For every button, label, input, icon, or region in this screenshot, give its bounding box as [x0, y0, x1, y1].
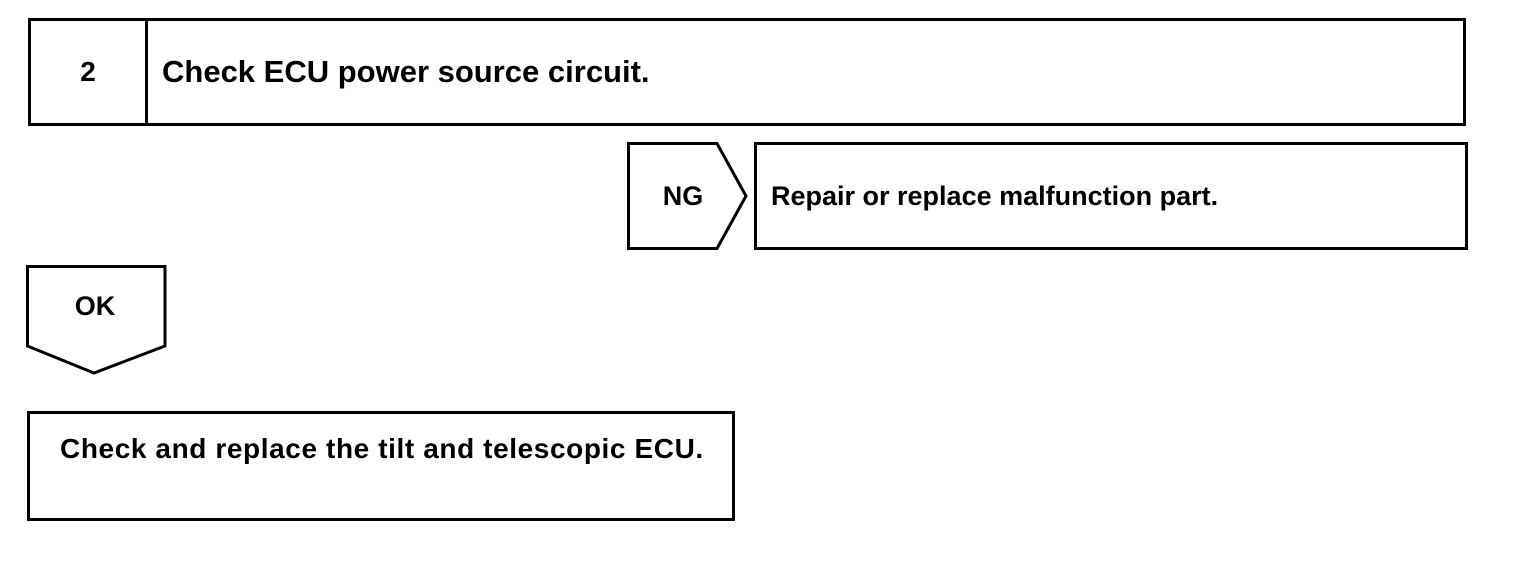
- ok-result-box: Check and replace the tilt and telescopi…: [27, 411, 735, 521]
- ng-result-box: Repair or replace malfunction part.: [754, 142, 1468, 250]
- step-number: 2: [31, 21, 148, 123]
- ng-label: NG: [662, 180, 704, 211]
- ng-result-text: Repair or replace malfunction part.: [771, 180, 1219, 211]
- ok-arrow-icon: [26, 265, 167, 375]
- ng-arrow-icon: [627, 142, 748, 250]
- ok-result-text: Check and replace the tilt and telescopi…: [60, 433, 704, 464]
- ok-label: OK: [74, 290, 116, 321]
- step-box: 2 Check ECU power source circuit.: [28, 18, 1466, 126]
- step-title: Check ECU power source circuit.: [162, 54, 650, 89]
